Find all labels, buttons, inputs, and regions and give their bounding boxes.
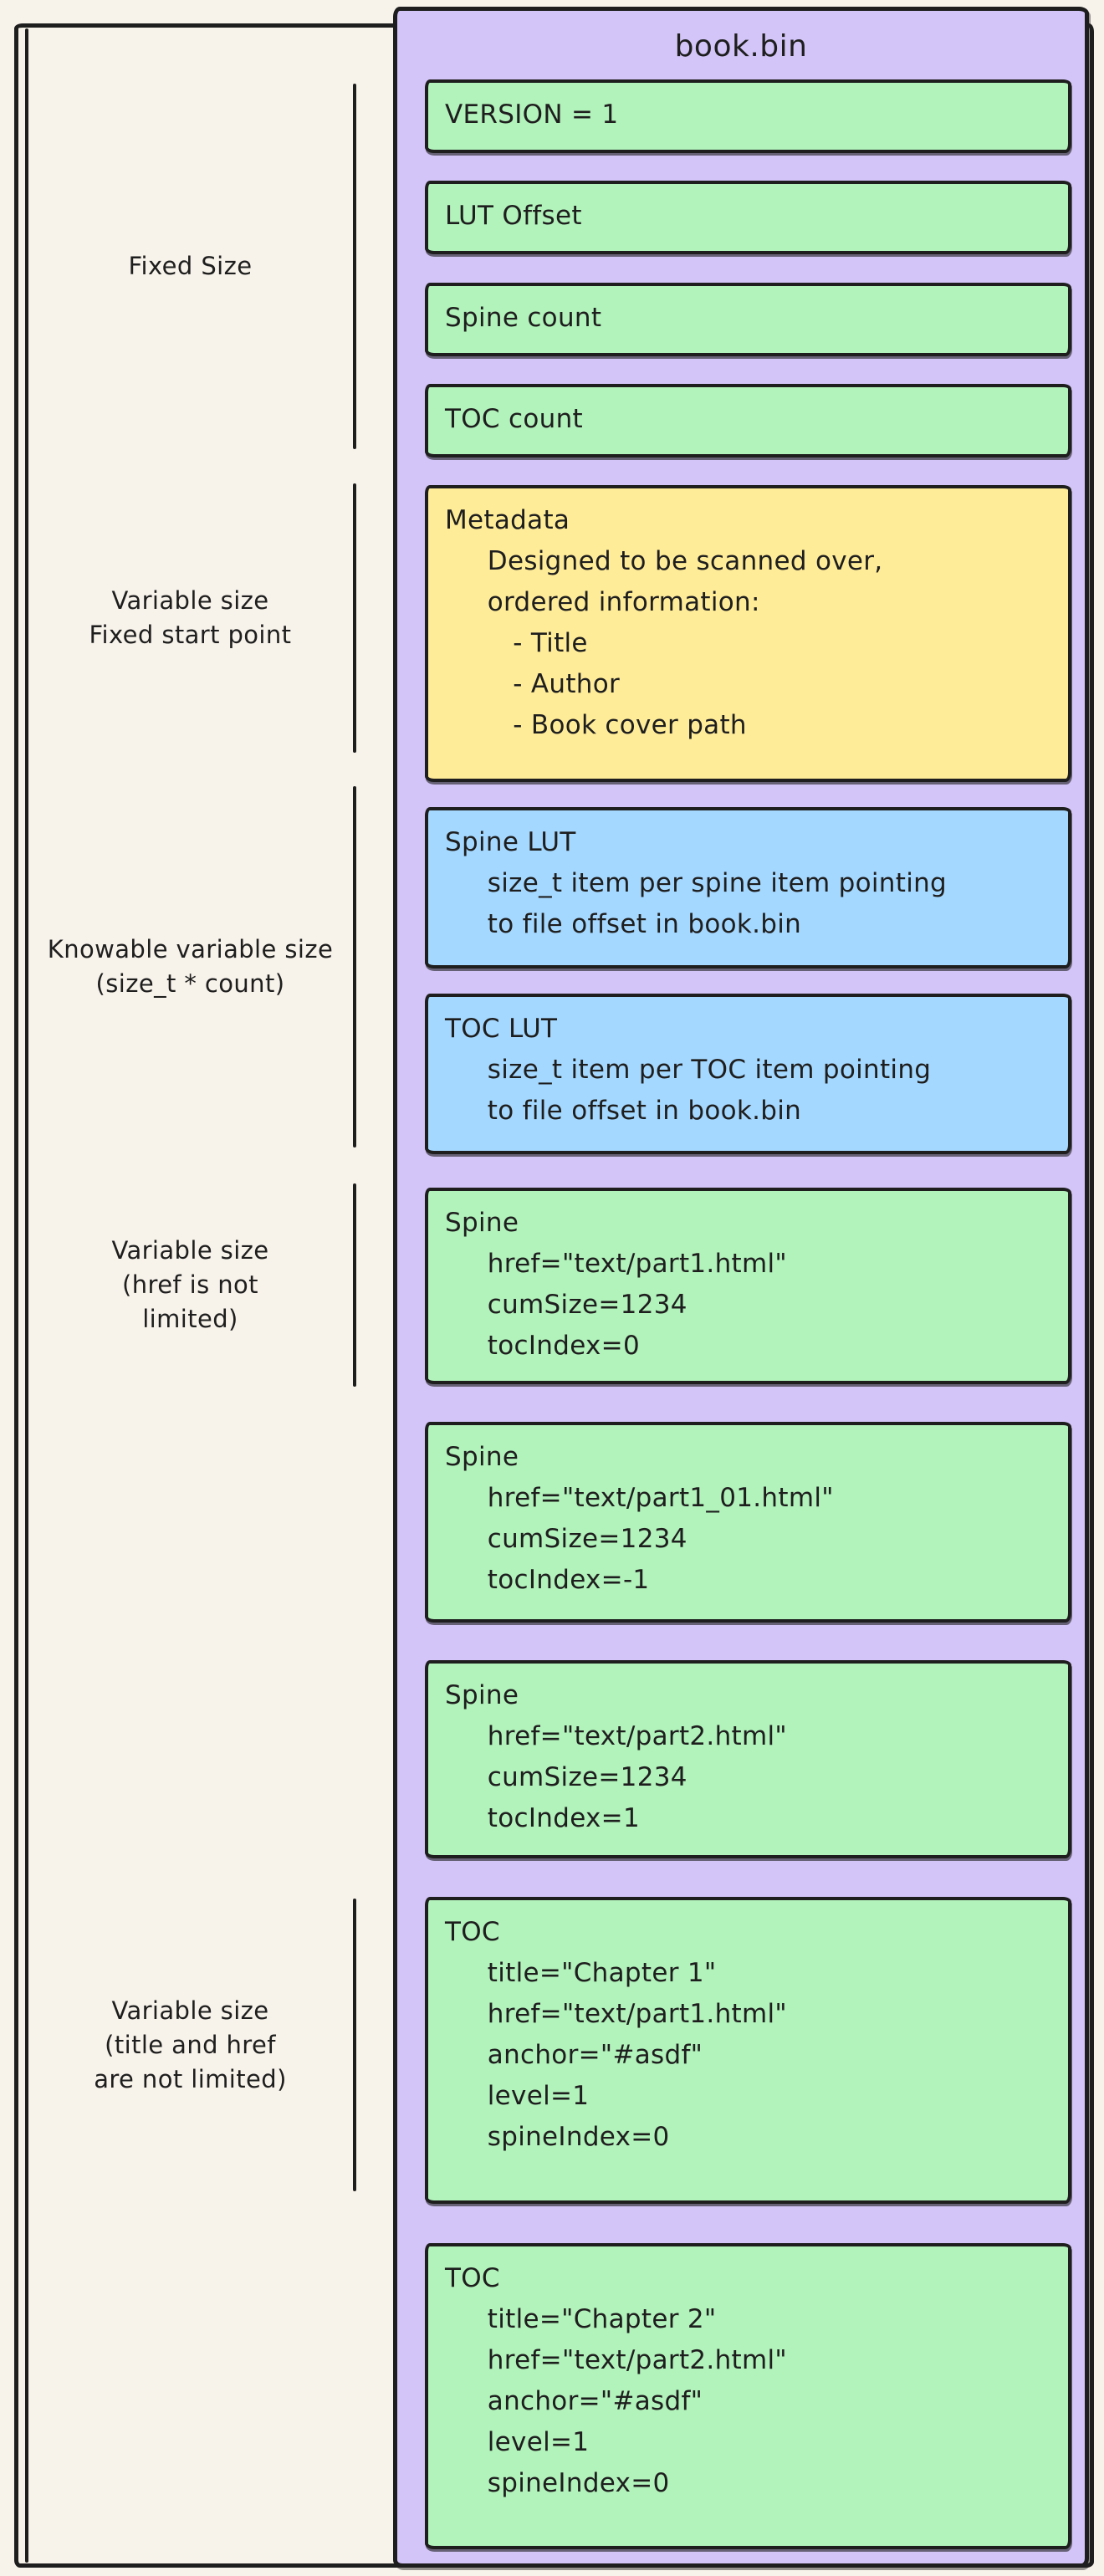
box-text-line: - Author [445,669,621,699]
box-text-line: href="text/part1_01.html" [445,1483,834,1513]
record-box-version-1: VERSION = 1 [425,79,1071,153]
box-text-line: TOC [445,1917,500,1947]
box-text-line: tocIndex=-1 [445,1565,650,1595]
record-box-lut-offset: LUT Offset [425,181,1071,254]
box-text-line: title="Chapter 1" [445,1958,717,1988]
box-text-line: cumSize=1234 [445,1524,687,1554]
box-text-line: TOC [445,2263,500,2293]
box-text-line: cumSize=1234 [445,1290,687,1320]
box-text-line: level=1 [445,2081,590,2111]
box-text-line: Spine [445,1442,519,1472]
box-text-line: - Book cover path [445,710,747,740]
record-box-metadata: Metadata Designed to be scanned over, or… [425,485,1071,782]
box-text-line: anchor="#asdf" [445,2040,703,2070]
record-box-spine: Spine href="text/part2.html" cumSize=123… [425,1660,1071,1858]
record-box-toc: TOC title="Chapter 2" href="text/part2.h… [425,2243,1071,2549]
box-text-line: Spine [445,1208,519,1238]
size-annotation-label: Variable size Fixed start point [89,586,292,649]
record-box-spine: Spine href="text/part1_01.html" cumSize=… [425,1422,1071,1623]
size-annotation-label: Fixed Size [128,252,253,280]
box-text-line: TOC LUT [445,1014,558,1044]
box-text-line: Spine [445,1680,519,1710]
size-annotation-label: Knowable variable size (size_t * count) [47,935,334,998]
record-box-toc: TOC title="Chapter 1" href="text/part1.h… [425,1897,1071,2204]
box-text-line: size_t item per spine item pointing [445,868,948,898]
box-text-line: anchor="#asdf" [445,2386,703,2416]
record-box-toc-count: TOC count [425,384,1071,457]
box-text-line: LUT Offset [445,201,582,231]
box-text-line: tocIndex=0 [445,1331,640,1361]
box-text-line: Metadata [445,505,570,535]
box-text-line: cumSize=1234 [445,1762,687,1792]
box-text-line: href="text/part1.html" [445,1249,787,1279]
box-text-line: - Title [445,628,588,658]
box-text-line: Spine LUT [445,827,576,857]
box-text-line: to file offset in book.bin [445,909,802,939]
box-text-line: size_t item per TOC item pointing [445,1055,932,1085]
record-box-spine: Spine href="text/part1.html" cumSize=123… [425,1188,1071,1384]
file-title: book.bin [674,29,808,64]
section-bracket-line [353,1183,356,1387]
record-box-spine-count: Spine count [425,283,1071,356]
box-text-line: href="text/part1.html" [445,1999,787,2029]
box-text-line: spineIndex=0 [445,2468,670,2498]
section-bracket-line [353,1899,356,2191]
box-text-line: href="text/part2.html" [445,1721,787,1751]
box-text-line: tocIndex=1 [445,1803,640,1833]
section-bracket-line [353,84,356,449]
box-text-line: spineIndex=0 [445,2122,670,2152]
box-text-line: level=1 [445,2427,590,2457]
section-bracket-line [353,483,356,753]
box-text-line: VERSION = 1 [445,100,619,130]
section-bracket-line [353,786,356,1147]
box-text-line: TOC count [445,404,583,434]
size-annotation-label: Variable size (href is not limited) [111,1236,269,1333]
outer-frame-double-stroke [25,28,28,2563]
box-text-line: ordered information: [445,587,760,617]
size-annotation-label: Variable size (title and href are not li… [94,1996,287,2093]
record-box-toc-lut: TOC LUT size_t item per TOC item pointin… [425,994,1071,1154]
box-text-line: href="text/part2.html" [445,2345,787,2375]
box-text-line: Designed to be scanned over, [445,546,883,576]
box-text-line: to file offset in book.bin [445,1096,802,1126]
box-text-line: title="Chapter 2" [445,2304,717,2334]
box-text-line: Spine count [445,303,602,333]
record-box-spine-lut: Spine LUT size_t item per spine item poi… [425,807,1071,969]
